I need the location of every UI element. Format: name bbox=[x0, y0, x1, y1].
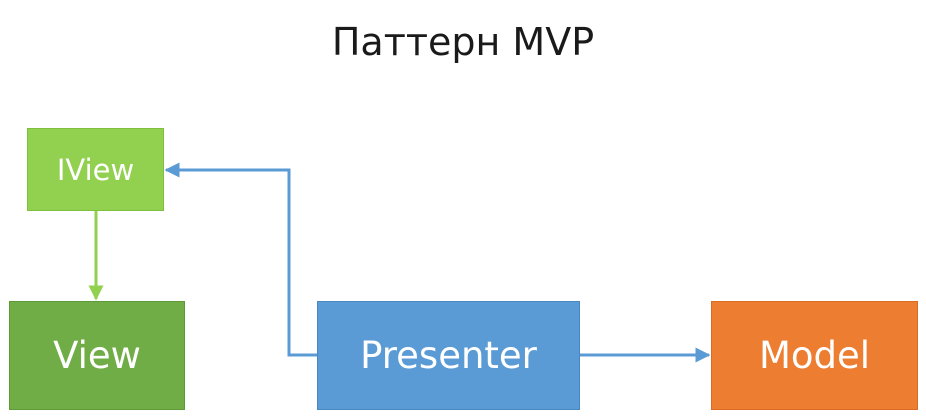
node-iview-label: IView bbox=[56, 152, 135, 187]
node-iview: IView bbox=[27, 128, 164, 211]
diagram-title: Паттерн MVP bbox=[331, 20, 595, 64]
edge-presenter-to-iview bbox=[164, 162, 317, 357]
node-model-label: Model bbox=[758, 334, 871, 377]
node-view: View bbox=[9, 301, 185, 410]
node-model: Model bbox=[711, 301, 918, 410]
node-presenter-label: Presenter bbox=[360, 334, 537, 377]
node-presenter: Presenter bbox=[317, 301, 580, 410]
node-view-label: View bbox=[53, 334, 141, 377]
